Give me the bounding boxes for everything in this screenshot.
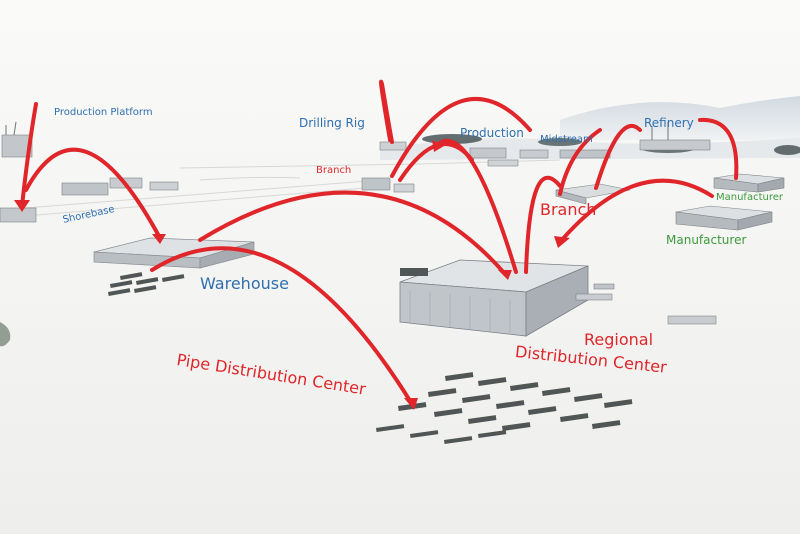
label-manufacturer-1: Manufacturer [716, 192, 783, 203]
label-manufacturer-2: Manufacturer [666, 233, 747, 247]
label-refinery: Refinery [644, 116, 694, 130]
arrow-platform-to-shorebase [20, 102, 38, 208]
manufacturer-1-building [713, 173, 785, 193]
arrow-branch-large-to-refinery [594, 123, 642, 190]
pipe-yard-racks [376, 372, 633, 444]
arrow-warehouse-to-pipe-dc [150, 246, 414, 406]
arrow-refinery-to-manufacturer-1 [698, 117, 739, 180]
label-warehouse: Warehouse [200, 274, 289, 293]
distant-hills [560, 96, 800, 140]
arrow-drillingrig-loop [379, 79, 394, 144]
arrow-regional-to-branch-large [524, 175, 562, 274]
production-midstream-structures [469, 147, 611, 167]
arrow-heads [14, 140, 570, 410]
regional-dc-trucks [575, 283, 717, 325]
label-production: Production [460, 126, 524, 140]
arrow-midstream-to-branch-large [558, 128, 602, 196]
branch-large-structures [555, 183, 631, 205]
arrow-shorebase-to-warehouse [24, 147, 162, 240]
label-midstream: Midstream [540, 134, 593, 145]
flow-arrows [20, 79, 739, 406]
label-regional-dc-line1: Regional [584, 330, 654, 349]
production-platform-structure [1, 121, 33, 158]
regional-distribution-center-building [399, 259, 589, 337]
label-drilling-rig: Drilling Rig [299, 116, 365, 130]
refinery-structures [639, 122, 711, 151]
arrow-warehouse-to-regional-dc [198, 190, 508, 277]
label-production-platform: Production Platform [54, 107, 153, 118]
branch-small-structures [361, 141, 415, 193]
manufacturer-2-building [675, 205, 773, 231]
arrow-production-to-branch [390, 96, 532, 178]
label-branch-small: Branch [316, 165, 352, 176]
arrow-regional-to-branch [436, 138, 518, 274]
label-branch-large: Branch [540, 200, 597, 219]
foliage [0, 322, 11, 347]
arrow-manufacturer-to-regional [558, 178, 714, 244]
warehouse-yard-racks [107, 272, 185, 296]
